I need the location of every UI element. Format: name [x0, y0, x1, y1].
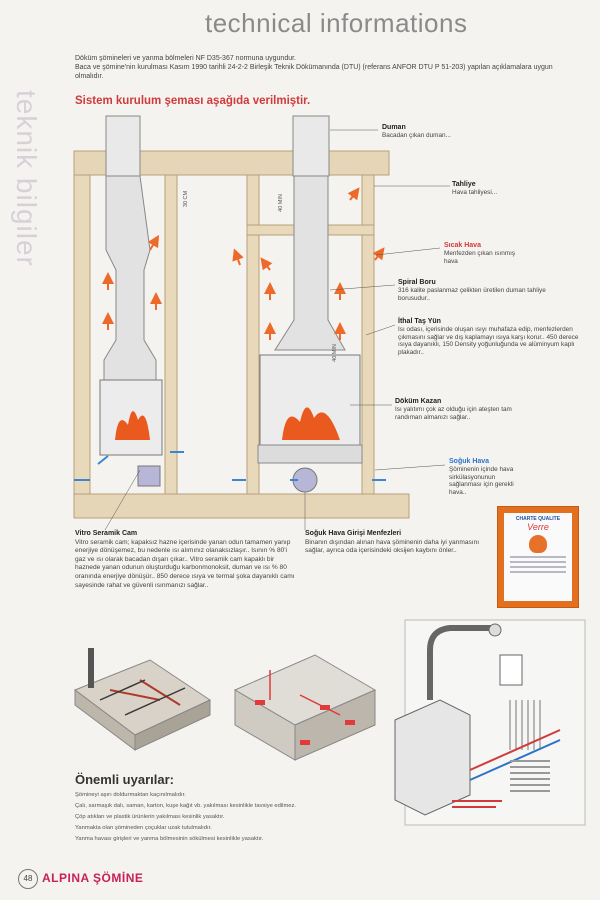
- left-flame: [115, 411, 150, 440]
- label-tahliye-title: Tahliye: [452, 181, 476, 188]
- certificate-inner: CHARTE QUALITE Verre: [504, 513, 572, 601]
- label-spiral-boru-text: 316 kalite paslanmaz çelikten üretilen d…: [398, 286, 546, 302]
- label-sicak-hava-text: Menfezden çıkan ısınmış hava: [444, 249, 516, 265]
- label-duman-text: Bacadan çıkan duman...: [382, 131, 451, 139]
- left-vent-box: [137, 465, 161, 487]
- label-soguk-hava: Soğuk Hava Şöminenin içinde hava sirküla…: [449, 458, 524, 497]
- label-dokum-kazan: Döküm Kazan Isı yalıtımı çok az olduğu i…: [395, 398, 535, 421]
- intro-text: Döküm şömineleri ve yanma bölmeleri NF D…: [75, 54, 575, 81]
- menfez-description: Soğuk Hava Girişi Menfezleri Binanın dış…: [305, 530, 485, 556]
- warnings-list: Şömineyi aşırı doldurmaktan kaçınılmalıd…: [75, 790, 415, 845]
- label-tahliye: Tahliye Hava tahliyesi...: [452, 181, 552, 197]
- left-wall: [73, 174, 91, 495]
- cold-air-arrows: [74, 451, 386, 481]
- label-soguk-hava-title: Soğuk Hava: [449, 458, 490, 465]
- leader-lines: [104, 129, 450, 531]
- label-spiral-boru-title: Spiral Boru: [398, 279, 436, 286]
- certificate-brand: Verre: [527, 522, 549, 532]
- label-soguk-hava-text: Şöminenin içinde hava sirkülasyonunun sa…: [449, 465, 514, 497]
- certificate-text-lines: [504, 556, 572, 573]
- menfez-text: Binanın dışından alınan hava şöminenin d…: [305, 538, 480, 555]
- label-sicak-hava: Sıcak Hava Menfezden çıkan ısınmış hava: [444, 242, 524, 265]
- warning-item: Yanmakta olan şömineden çoçuklar uzak tu…: [75, 825, 212, 831]
- label-duman: Duman Bacadan çıkan duman...: [382, 124, 482, 140]
- vitro-description: Vitro Seramik Cam Vitro seramik cam; kap…: [75, 530, 295, 590]
- label-dokum-kazan-text: Isı yalıtımı çok az olduğu için ateşten …: [395, 405, 512, 421]
- right-base: [257, 444, 363, 464]
- intro-line-2: Baca ve şömine'nin kurulması Kasım 1990 …: [75, 64, 553, 80]
- label-sicak-hava-title: Sıcak Hava: [444, 242, 481, 249]
- label-spiral-boru: Spiral Boru 316 kalite paslanmaz çelikte…: [398, 279, 558, 302]
- page-title: technical informations: [205, 8, 468, 38]
- right-wall-left: [246, 174, 260, 495]
- house-illustration-1: [73, 648, 212, 751]
- warning-item: Çalı, sarmaşık dalı, saman, karton, kuşe…: [75, 803, 297, 809]
- house-illustration-2: [233, 654, 377, 761]
- vitro-title: Vitro Seramik Cam: [75, 530, 138, 537]
- right-flame: [282, 407, 340, 440]
- warning-item: Yanma havası girişleri ve yanma bölmesin…: [75, 836, 264, 842]
- certificate-flame-icon: [529, 535, 547, 553]
- label-tahliye-text: Hava tahliyesi...: [452, 188, 498, 196]
- section-title: Sistem kurulum şeması aşağıda verilmişti…: [75, 95, 311, 107]
- warnings-title: Önemli uyarılar:: [75, 772, 174, 787]
- left-hood-right-wall: [164, 174, 178, 495]
- intro-line-1: Döküm şömineleri ve yanma bölmeleri NF D…: [75, 55, 296, 62]
- boiler-installation-diagram: [394, 619, 586, 826]
- hot-air-arrows: [102, 187, 385, 340]
- right-chimney-top: [292, 115, 330, 177]
- warning-item: Şömineyi aşırı doldurmaktan kaçınılmalıd…: [75, 792, 186, 798]
- certificate-head: CHARTE QUALITE: [515, 516, 561, 522]
- right-flue: [274, 175, 346, 351]
- label-dokum-kazan-title: Döküm Kazan: [395, 398, 442, 405]
- quality-certificate: CHARTE QUALITE Verre: [497, 506, 579, 608]
- page-number: 48: [18, 869, 38, 889]
- warning-item: Çöp atıkları ve plastik ürünlerin yakılm…: [75, 814, 225, 820]
- label-duman-title: Duman: [382, 124, 406, 131]
- floor-beam: [73, 493, 410, 519]
- footer-brand: ALPINA ŞÖMİNE: [42, 871, 144, 885]
- menfez-title: Soğuk Hava Girişi Menfezleri: [305, 530, 402, 537]
- label-ithal-tas-yun: İthal Taş Yün Isı odası, içerisinde oluş…: [398, 318, 590, 357]
- vitro-text: Vitro seramik cam; kapaksız hazne içeris…: [75, 538, 295, 589]
- label-ithal-tas-yun-text: Isı odası, içerisinde oluşan ısıyı muhaf…: [398, 325, 579, 357]
- label-ithal-tas-yun-title: İthal Taş Yün: [398, 318, 441, 325]
